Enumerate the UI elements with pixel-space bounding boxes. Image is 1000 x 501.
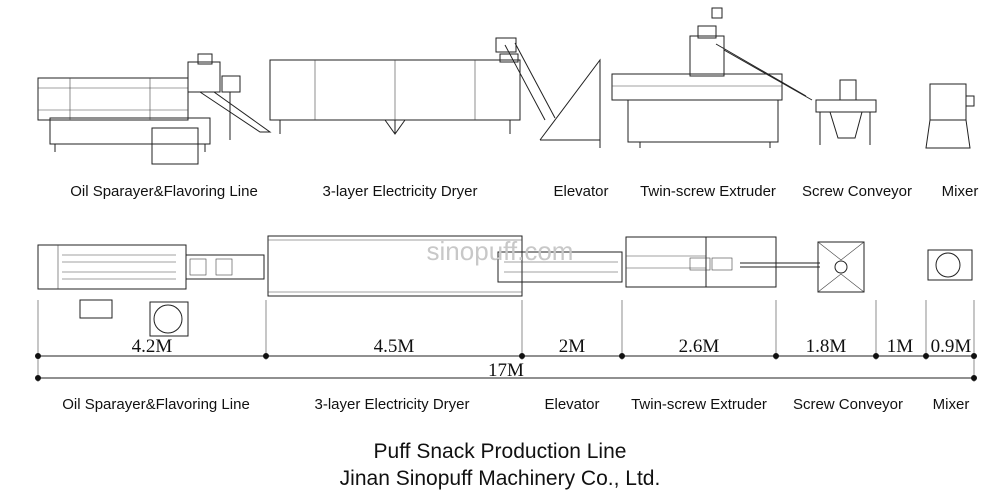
dim-total: 17M [488,360,524,381]
side-label-extruder: Twin-screw Extruder [640,183,776,200]
side-label-oil-sprayer: Oil Sparayer&Flavoring Line [70,183,258,200]
dryer-top-drawing [267,235,523,297]
oil-sprayer-side-drawing [37,53,272,165]
screw-conveyor-side-drawing [815,79,877,145]
top-label-screw-conveyor: Screw Conveyor [793,396,903,413]
top-label-elevator: Elevator [544,396,599,413]
dim-mixer: 0.9M [931,336,972,357]
dim-gap: 1M [887,336,914,357]
top-view [37,235,973,337]
side-view [37,7,975,165]
mixer-top-drawing [927,249,973,281]
dryer-side-drawing [269,53,521,135]
oil-sprayer-top-drawing [37,244,265,337]
company-name: Jinan Sinopuff Machinery Co., Ltd. [339,467,661,490]
dim-oil-sprayer: 4.2M [132,336,173,357]
top-label-oil-sprayer: Oil Sparayer&Flavoring Line [62,396,250,413]
top-view-labels: Oil Sparayer&Flavoring Line 3-layer Elec… [62,396,969,413]
side-label-elevator: Elevator [553,183,608,200]
elevator-top-drawing [497,251,623,283]
dim-extruder: 2.6M [679,336,720,357]
side-label-mixer: Mixer [942,183,979,200]
side-label-dryer: 3-layer Electricity Dryer [322,183,477,200]
dim-dryer: 4.5M [374,336,415,357]
top-label-mixer: Mixer [933,396,970,413]
extruder-top-drawing [625,236,777,288]
top-label-extruder: Twin-screw Extruder [631,396,767,413]
screw-conveyor-top-drawing [740,241,865,293]
dim-screw-conveyor: 1.8M [806,336,847,357]
elevator-side-drawing [495,37,601,148]
side-label-screw-conveyor: Screw Conveyor [802,183,912,200]
side-view-labels: Oil Sparayer&Flavoring Line 3-layer Elec… [70,183,978,200]
dimension-labels: 4.2M 4.5M 2M 2.6M 1.8M 1M 0.9M 17M [132,336,972,381]
watermark: sinopuff.com [427,236,574,266]
mixer-side-drawing [925,83,975,149]
dimension-lines [35,300,977,382]
top-label-dryer: 3-layer Electricity Dryer [314,396,469,413]
extruder-side-drawing [611,7,813,148]
diagram-title: Puff Snack Production Line [373,440,627,463]
dim-elevator: 2M [559,336,586,357]
